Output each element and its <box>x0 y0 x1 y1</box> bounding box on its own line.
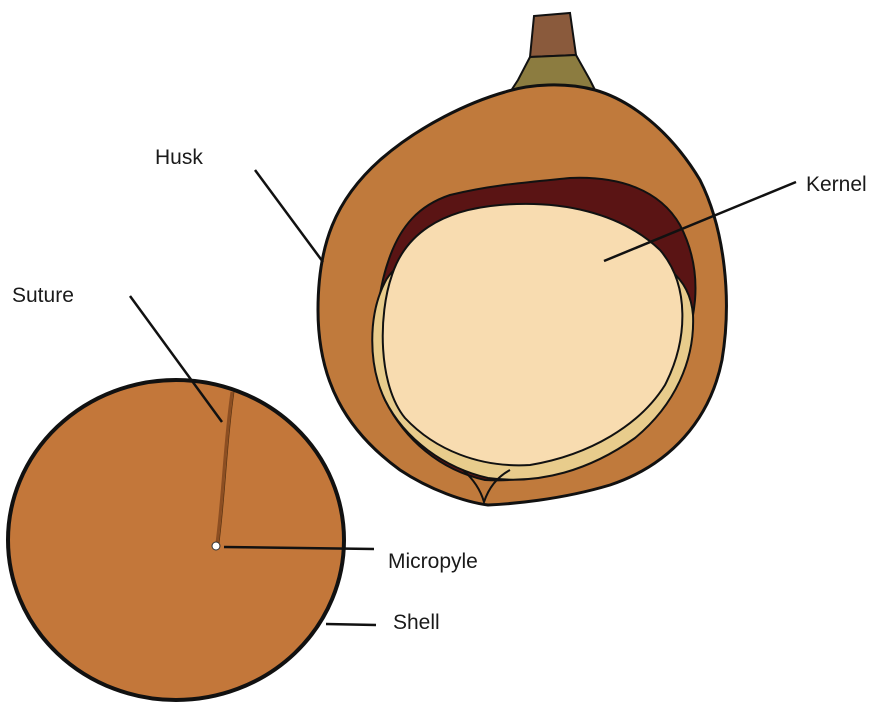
husk-label: Husk <box>155 146 203 170</box>
shell-label: Shell <box>393 611 440 635</box>
micropyle-label: Micropyle <box>388 550 478 574</box>
nut-cross-section <box>318 13 726 505</box>
stem-top <box>530 13 576 57</box>
kernel-label: Kernel <box>806 173 867 197</box>
husk-leader <box>255 170 323 262</box>
shell-leader <box>326 624 376 625</box>
micropyle-dot <box>212 542 220 550</box>
suture-label: Suture <box>12 284 74 308</box>
whole-nut <box>8 380 344 700</box>
shell-circle <box>8 380 344 700</box>
